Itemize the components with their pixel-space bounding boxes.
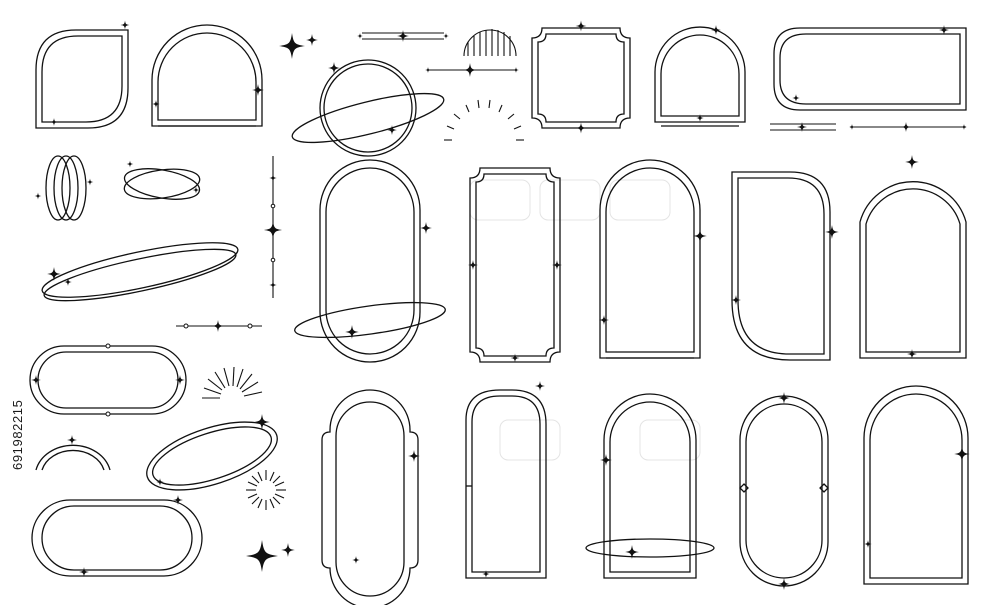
four-point-star-icon — [269, 174, 277, 182]
four-point-star-icon — [64, 278, 72, 286]
four-point-star-icon — [792, 94, 800, 102]
sunburst-icon — [202, 366, 263, 399]
tilted-oval-frame — [146, 414, 278, 491]
rounded-corner-frame — [731, 171, 839, 361]
horizontal-divider-small — [176, 320, 262, 332]
four-point-star-icon — [50, 118, 58, 126]
watermark — [469, 179, 701, 461]
four-point-star-icon — [905, 155, 919, 169]
four-point-star-icon — [212, 320, 224, 332]
four-point-star-icon — [279, 33, 305, 59]
rounded-banner-frame — [770, 25, 967, 132]
four-point-star-icon — [306, 34, 318, 46]
four-point-star-icon — [864, 540, 872, 548]
notched-rect-frame — [468, 167, 562, 363]
four-point-star-icon — [269, 281, 277, 289]
rounded-corner-frame-2 — [465, 381, 547, 579]
four-point-star-icon — [264, 221, 282, 239]
four-point-star-icon — [510, 353, 520, 363]
star-cluster-top — [279, 33, 318, 59]
arch-frame-tall — [599, 159, 707, 359]
gothic-arch-frame-2 — [863, 385, 970, 585]
arch-frame-small — [151, 24, 264, 127]
four-point-star-icon — [126, 160, 134, 168]
sunburst-icon — [463, 29, 517, 57]
four-point-star-icon — [575, 20, 587, 32]
vertical-divider — [264, 156, 282, 298]
tilted-oval-ring — [41, 242, 239, 302]
gothic-arch-frame — [859, 155, 967, 359]
capsule-frame-tall — [294, 159, 446, 363]
four-point-star-icon — [696, 114, 704, 122]
leaf-frame — [35, 20, 130, 129]
orbit-rings-vertical — [34, 155, 94, 221]
four-point-star-icon — [246, 540, 278, 572]
four-point-star-icon — [711, 25, 721, 35]
four-point-star-icon — [47, 267, 61, 281]
ornate-capsule-frame — [321, 389, 420, 605]
sunburst-icon — [246, 470, 286, 510]
stock-id-text: 691982215 — [10, 400, 25, 470]
four-point-star-icon — [328, 62, 340, 74]
star-cluster-bottom — [246, 540, 295, 572]
arc-icon — [35, 435, 111, 471]
notched-square-frame — [531, 20, 631, 134]
arch-frame-square — [654, 25, 746, 127]
pill-frame-left — [29, 343, 187, 417]
sunburst-icon — [444, 99, 524, 141]
four-point-star-icon — [175, 375, 185, 385]
four-point-star-icon — [152, 100, 160, 108]
four-point-star-icon — [825, 225, 839, 239]
four-point-star-icon — [420, 222, 432, 234]
four-point-star-icon — [535, 381, 545, 391]
four-point-star-icon — [778, 392, 790, 404]
four-point-star-icon — [67, 435, 77, 445]
four-point-star-icon — [778, 578, 790, 590]
capsule-frame-diamond — [739, 392, 829, 590]
stock-id-label: 691982215 — [10, 400, 25, 470]
divider-top — [357, 30, 519, 77]
four-point-star-icon — [575, 122, 587, 134]
four-point-star-icon — [120, 20, 130, 30]
four-point-star-icon — [482, 570, 490, 578]
four-point-star-icon — [901, 122, 911, 132]
arch-frame-ring — [585, 393, 715, 579]
pill-frame-wide — [31, 495, 203, 577]
four-point-star-icon — [463, 63, 477, 77]
orbit-icon — [123, 160, 201, 200]
planet-ring — [291, 59, 445, 157]
four-point-star-icon — [34, 192, 42, 200]
four-point-star-icon — [693, 229, 707, 243]
four-point-star-icon — [397, 30, 409, 42]
four-point-star-icon — [281, 543, 295, 557]
four-point-star-icon — [86, 178, 94, 186]
four-point-star-icon — [156, 478, 164, 486]
four-point-star-icon — [31, 375, 41, 385]
four-point-star-icon — [352, 556, 360, 564]
